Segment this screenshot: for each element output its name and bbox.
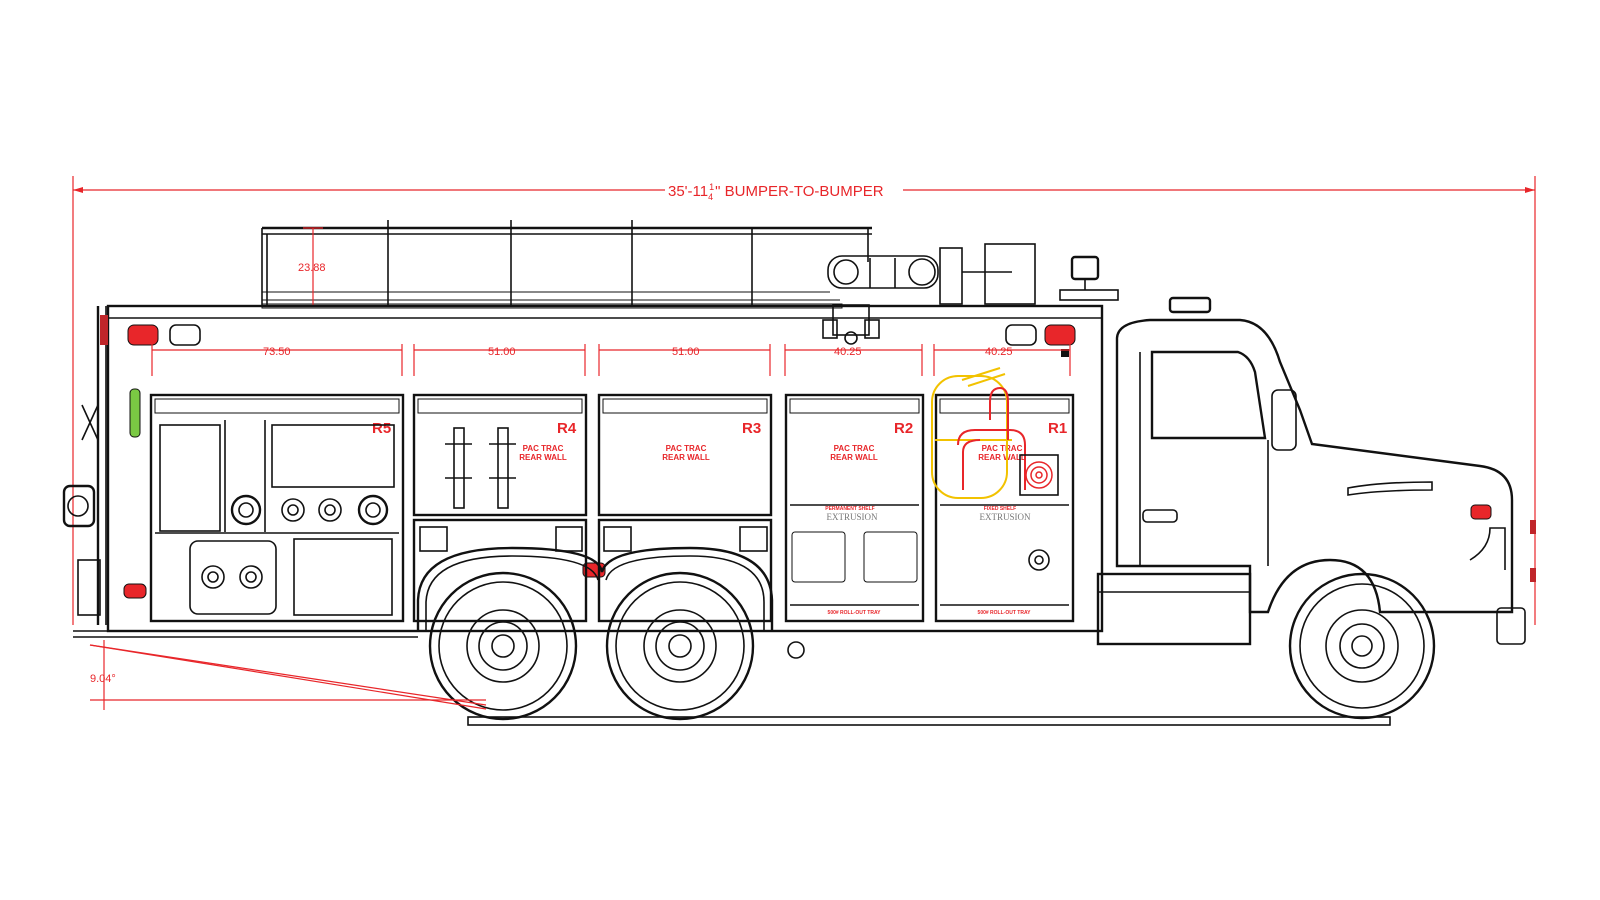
- wall-label: REAR WALL: [978, 453, 1026, 462]
- bumper: [1496, 607, 1526, 645]
- wall-label: REAR WALL: [662, 453, 710, 462]
- railing-height-label: 23.88: [298, 262, 326, 274]
- dim-r4: 51.00: [488, 346, 516, 358]
- roof-equipment: [822, 243, 1119, 345]
- extrusion-label: EXTRUSION: [827, 512, 878, 522]
- apparatus-body: [73, 304, 1104, 638]
- rear-wheel-well: [416, 546, 774, 631]
- rear-panel: [62, 306, 108, 625]
- wall-label: PAC TRAC: [666, 444, 707, 453]
- rear-wheel-rear: [605, 571, 755, 721]
- marker-light: [1044, 324, 1076, 346]
- compartment-r3: R3 PAC TRAC REAR WALL: [597, 393, 773, 623]
- dim-r5: 73.50: [263, 346, 291, 358]
- wall-label: PAC TRAC: [982, 444, 1023, 453]
- extrusion-label: EXTRUSION: [980, 512, 1031, 522]
- cab: [1115, 296, 1536, 645]
- compartment-r1: R1 PAC TRAC REAR WALL FIXED SHELF EXTRUS…: [931, 367, 1075, 623]
- battery-box: [1096, 572, 1252, 646]
- wall-label: REAR WALL: [830, 453, 878, 462]
- wall-label: PAC TRAC: [523, 444, 564, 453]
- compartment-r2: R2 PAC TRAC REAR WALL PERMANENT SHELF EX…: [784, 393, 925, 623]
- equipment-overlay: [931, 367, 1059, 499]
- rear-wheel-front: [428, 571, 578, 721]
- compartment-dimensions: 73.50 51.00 51.00 40.25 40.25: [151, 344, 1071, 376]
- marker-light: [123, 583, 147, 599]
- rear-axle-equipment: [787, 641, 805, 659]
- cab-window: [1150, 350, 1267, 440]
- departure-angle-dimension: 9.04°: [89, 640, 487, 710]
- compartment-id-r1: R1: [1048, 420, 1067, 437]
- compartment-id-r3: R3: [742, 420, 761, 437]
- roof-railing: [261, 220, 872, 309]
- cab-beacon: [1168, 296, 1212, 314]
- marker-light-green: [129, 388, 141, 438]
- compartment-id-r2: R2: [894, 420, 913, 437]
- tray-label: 500# ROLL-OUT TRAY: [828, 610, 882, 616]
- compartment-r5: R5: [149, 393, 405, 623]
- door-handle: [1142, 509, 1178, 523]
- mirror: [1271, 389, 1297, 451]
- marker-light: [1470, 504, 1492, 520]
- marker-light: [127, 324, 159, 346]
- compartment-id-r5: R5: [372, 420, 391, 437]
- tray-label: 500# ROLL-OUT TRAY: [978, 610, 1032, 616]
- shelf-label: FIXED SHELF: [984, 506, 1017, 512]
- dim-r2: 40.25: [834, 346, 862, 358]
- wall-label: PAC TRAC: [834, 444, 875, 453]
- compartment-id-r4: R4: [557, 420, 577, 437]
- front-wheel: [1288, 572, 1436, 720]
- ground-line: [467, 716, 1391, 726]
- compartment-r4: R4 PAC TRAC REAR WALL: [412, 393, 588, 623]
- wall-label: REAR WALL: [519, 453, 567, 462]
- railing-height-dimension: 23.88: [298, 227, 326, 307]
- dim-r3: 51.00: [672, 346, 700, 358]
- dim-r1: 40.25: [985, 346, 1013, 358]
- shelf-label: PERMANENT SHELF: [825, 506, 874, 512]
- departure-angle-label: 9.04°: [90, 673, 116, 685]
